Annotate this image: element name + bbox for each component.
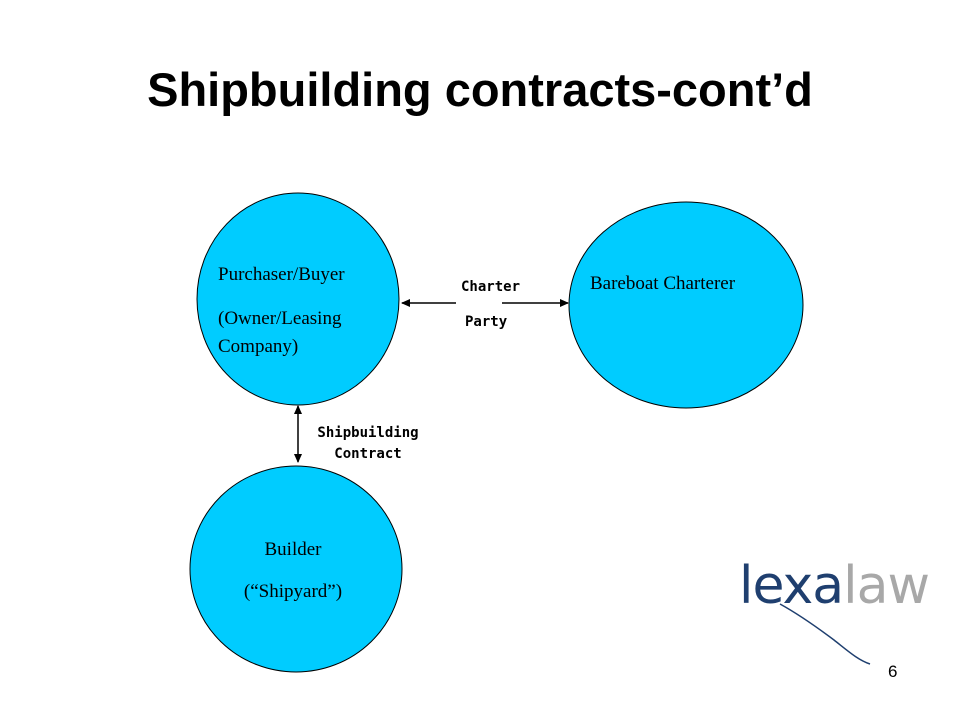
charter-party-label-line1: Charter <box>461 279 520 295</box>
charterer-node: Bareboat Charterer <box>568 201 804 409</box>
purchaser-label-line3: Company) <box>218 336 298 357</box>
charter-party-edge: Charter Party <box>401 279 569 330</box>
purchaser-circle <box>196 192 400 406</box>
shipbuilding-contract-edge: Shipbuilding Contract <box>294 405 419 463</box>
purchaser-node: Purchaser/Buyer (Owner/Leasing Company) <box>196 192 400 406</box>
slide-title: Shipbuilding contracts-cont’d <box>147 63 813 116</box>
builder-node: Builder (“Shipyard”) <box>189 465 403 673</box>
logo-swoosh <box>779 603 871 665</box>
charterer-label: Bareboat Charterer <box>590 273 736 294</box>
builder-label-line2: (“Shipyard”) <box>244 581 342 602</box>
purchaser-label-line1: Purchaser/Buyer <box>218 264 345 285</box>
logo-wordmark: lexalaw <box>739 556 929 616</box>
shipbuilding-contract-label-line2: Contract <box>334 446 401 462</box>
purchaser-label-line2: (Owner/Leasing <box>218 308 342 329</box>
charterer-circle <box>568 201 804 409</box>
builder-label-line1: Builder <box>265 539 323 560</box>
shipbuilding-contract-label-line1: Shipbuilding <box>317 425 418 441</box>
builder-circle <box>189 465 403 673</box>
lexalaw-logo: lexalaw <box>739 556 930 665</box>
charter-party-label-line2: Party <box>465 314 508 330</box>
page-number: 6 <box>888 662 898 681</box>
